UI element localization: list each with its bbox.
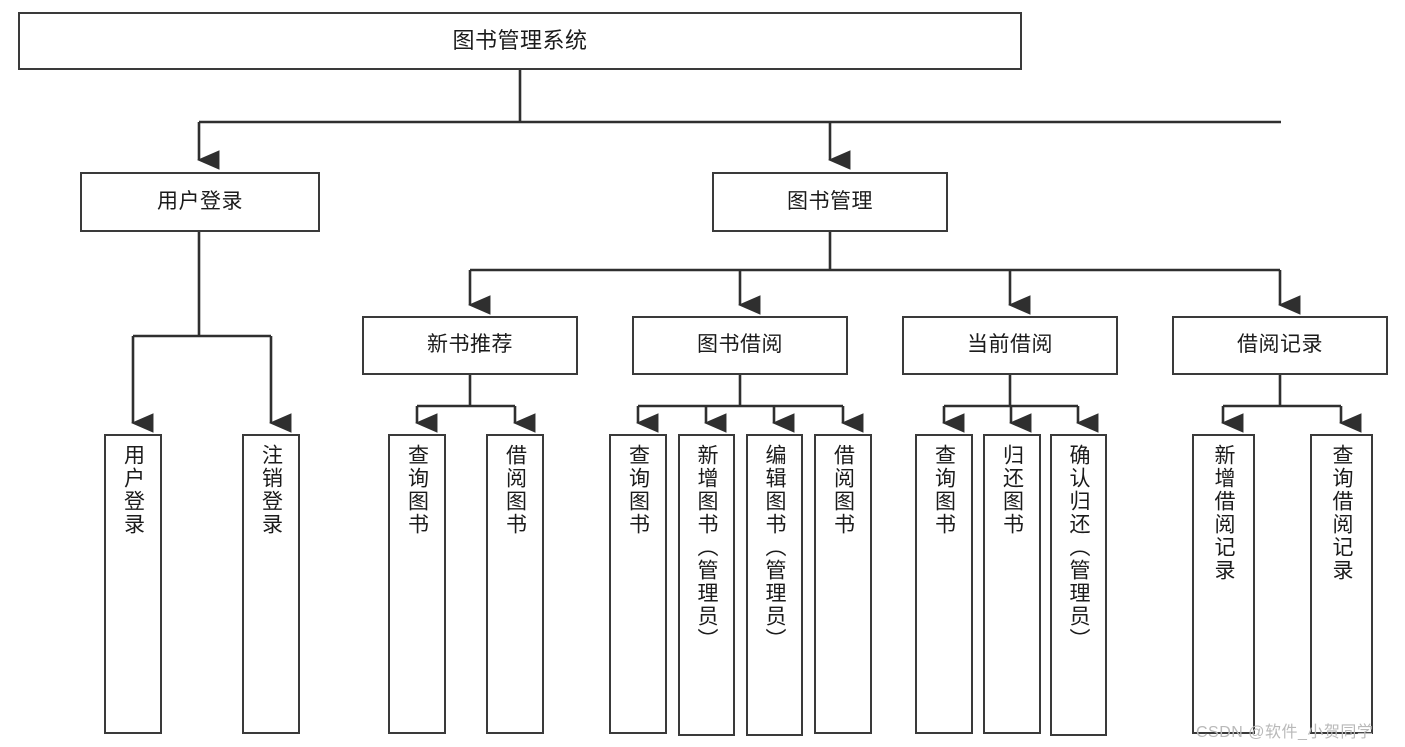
- node-label: 查询图书: [626, 444, 650, 536]
- node-borrow-record[interactable]: 借阅记录: [1172, 316, 1388, 375]
- leaf-current-return-book[interactable]: 归还图书: [983, 434, 1041, 734]
- node-label: 注销登录: [259, 444, 283, 536]
- node-label: 查询借阅记录: [1330, 444, 1353, 582]
- leaf-borrow-query-book[interactable]: 查询图书: [609, 434, 667, 734]
- leaf-record-query-record[interactable]: 查询借阅记录: [1310, 434, 1373, 734]
- node-label: 查询图书: [932, 444, 956, 536]
- node-label: 新增借阅记录: [1212, 444, 1235, 582]
- node-book-management[interactable]: 图书管理: [712, 172, 948, 232]
- node-label: 用户登录: [157, 189, 243, 213]
- node-label: 图书借阅: [697, 333, 783, 357]
- node-label: 图书管理系统: [452, 28, 588, 54]
- leaf-recommend-query-book[interactable]: 查询图书: [388, 434, 446, 734]
- node-label: 借阅图书: [831, 444, 855, 536]
- node-current-borrow[interactable]: 当前借阅: [902, 316, 1118, 375]
- node-label: 借阅记录: [1237, 333, 1323, 357]
- leaf-borrow-edit-book-admin[interactable]: 编辑图书（管理员）: [746, 434, 803, 736]
- node-label: 借阅图书: [503, 444, 527, 536]
- node-user-login[interactable]: 用户登录: [80, 172, 320, 232]
- leaf-recommend-borrow-book[interactable]: 借阅图书: [486, 434, 544, 734]
- node-root-system[interactable]: 图书管理系统: [18, 12, 1022, 70]
- leaf-borrow-add-book-admin[interactable]: 新增图书（管理员）: [678, 434, 735, 736]
- leaf-current-query-book[interactable]: 查询图书: [915, 434, 973, 734]
- csdn-watermark: CSDN @软件_小贺同学: [1196, 724, 1374, 741]
- node-label: 编辑图书（管理员）: [763, 444, 786, 651]
- node-label: 图书管理: [787, 189, 873, 213]
- node-label: 归还图书: [1000, 444, 1024, 536]
- node-label: 当前借阅: [967, 333, 1053, 357]
- node-label: 查询图书: [405, 444, 429, 536]
- leaf-user-login-signout[interactable]: 注销登录: [242, 434, 300, 734]
- node-label: 用户登录: [121, 444, 145, 536]
- node-label: 新书推荐: [427, 333, 513, 357]
- leaf-user-login-signin[interactable]: 用户登录: [104, 434, 162, 734]
- leaf-borrow-borrow-book[interactable]: 借阅图书: [814, 434, 872, 734]
- leaf-record-add-record[interactable]: 新增借阅记录: [1192, 434, 1255, 734]
- node-label: 新增图书（管理员）: [695, 444, 718, 651]
- leaf-current-confirm-return-admin[interactable]: 确认归还（管理员）: [1050, 434, 1107, 736]
- node-book-borrow[interactable]: 图书借阅: [632, 316, 848, 375]
- node-label: 确认归还（管理员）: [1067, 444, 1090, 651]
- node-new-book-recommend[interactable]: 新书推荐: [362, 316, 578, 375]
